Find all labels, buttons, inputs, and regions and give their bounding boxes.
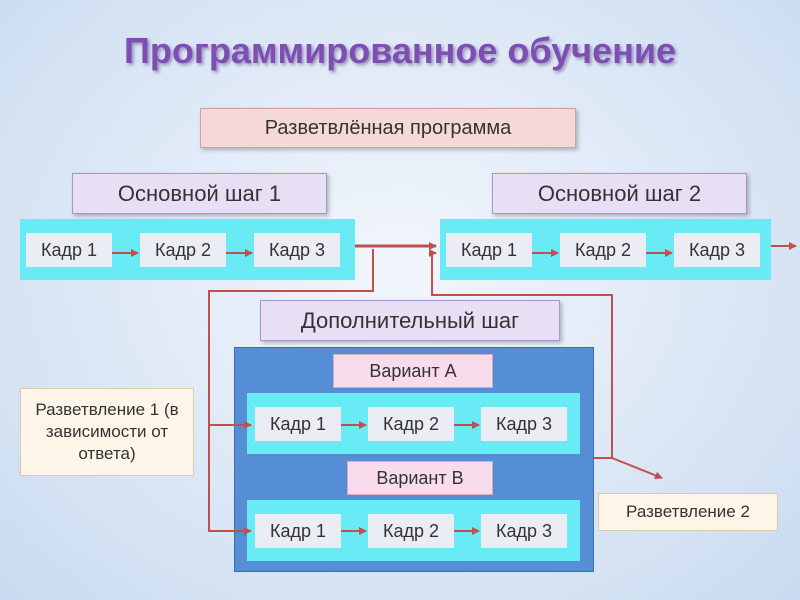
variant-a-label: Вариант А xyxy=(333,354,493,388)
variant-a-frame-3: Кадр 3 xyxy=(481,407,567,441)
step2-frame-3: Кадр 3 xyxy=(674,233,760,267)
program-type-label: Разветвлённая программа xyxy=(200,108,576,148)
step2-frame-2: Кадр 2 xyxy=(560,233,646,267)
branching-1-note: Разветвление 1 (в зависимости от ответа) xyxy=(20,388,194,476)
page-title: Программированное обучение xyxy=(123,30,676,71)
branching-2-arrow xyxy=(611,457,663,480)
step1-frame-2: Кадр 2 xyxy=(140,233,226,267)
main-step-1-label: Основной шаг 1 xyxy=(72,173,327,214)
step1-frame-3: Кадр 3 xyxy=(254,233,340,267)
branch-to-variant-a-arrow xyxy=(208,249,374,429)
variant-b-frame-2: Кадр 2 xyxy=(368,514,454,548)
branching-2-note: Разветвление 2 xyxy=(598,493,778,531)
return-to-step2-arrow xyxy=(429,249,613,459)
main-step-2-frame-strip: Кадр 1 Кадр 2 Кадр 3 xyxy=(440,219,771,280)
extra-step-label: Дополнительный шаг xyxy=(260,300,560,341)
variant-a-frame-1: Кадр 1 xyxy=(255,407,341,441)
step2-frame-1: Кадр 1 xyxy=(446,233,532,267)
variant-a-frame-strip: Кадр 1 Кадр 2 Кадр 3 xyxy=(247,393,580,454)
main-step-2-label: Основной шаг 2 xyxy=(492,173,747,214)
variant-b-frame-strip: Кадр 1 Кадр 2 Кадр 3 xyxy=(247,500,580,561)
variant-b-frame-1: Кадр 1 xyxy=(255,514,341,548)
variant-b-label: Вариант В xyxy=(347,461,493,495)
branch-to-variant-b-arrow xyxy=(208,425,252,535)
variant-b-frame-3: Кадр 3 xyxy=(481,514,567,548)
step1-frame-1: Кадр 1 xyxy=(26,233,112,267)
main-step-1-frame-strip: Кадр 1 Кадр 2 Кадр 3 xyxy=(20,219,355,280)
variant-a-frame-2: Кадр 2 xyxy=(368,407,454,441)
